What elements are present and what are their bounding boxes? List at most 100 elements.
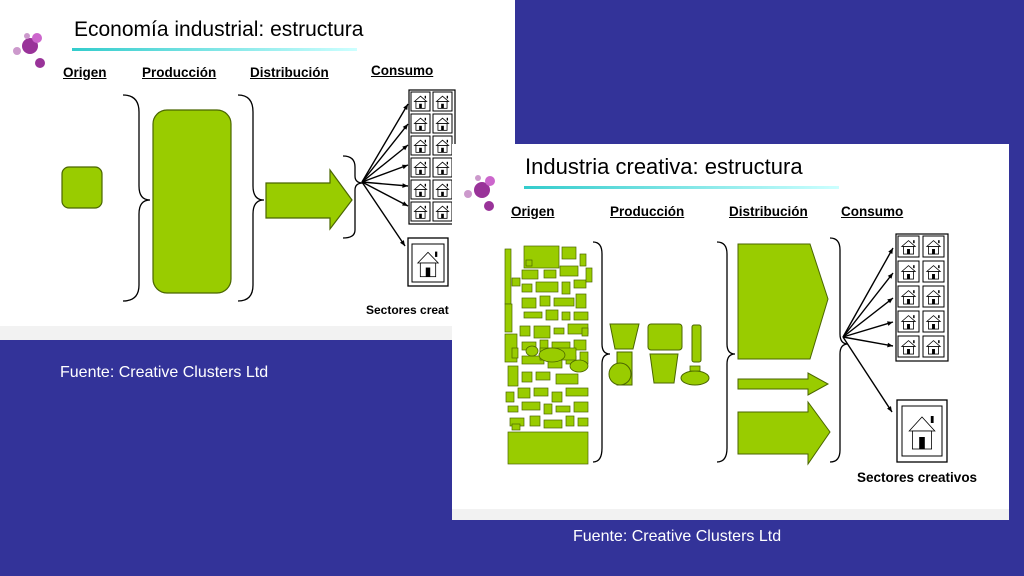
origin-fragment [504, 248, 512, 305]
column-label-origen: Origen [63, 65, 107, 80]
sectors-label: Sectores creativos [857, 470, 978, 485]
house-icon [922, 235, 945, 258]
house-icon [410, 113, 431, 134]
origin-fragment [525, 345, 539, 357]
origin-fragment [525, 259, 533, 267]
arrow-head [888, 248, 893, 254]
arrow-line [842, 297, 894, 338]
origin-fragment [511, 347, 519, 359]
left-brace [592, 241, 611, 463]
column-label-origen: Origen [511, 204, 555, 219]
house-icon [411, 243, 445, 283]
logo-icon [464, 175, 495, 211]
arrow-head [887, 321, 893, 326]
creative-industry-slide: Industria creativa: estructura Origen Pr… [452, 144, 1009, 520]
distribution-brace [829, 237, 849, 463]
origin-fragment [511, 423, 521, 431]
origin-fragment [561, 281, 571, 295]
origin-fragment [521, 297, 537, 309]
arrow-line [842, 336, 894, 347]
slide-title: Economía industrial: estructura [74, 18, 364, 41]
arrow-head [402, 145, 408, 151]
house-icon [410, 135, 431, 156]
origin-fragment [507, 431, 589, 465]
consumer-grid [408, 89, 456, 225]
distribution-arrow [265, 168, 353, 231]
origin-fragment [573, 339, 587, 351]
origin-fragment [521, 283, 533, 293]
origin-fragment [539, 295, 551, 307]
origin-fragment [573, 279, 587, 289]
sector-house [896, 399, 948, 463]
arrow-line [361, 164, 409, 183]
origin-fragment [555, 373, 579, 385]
source-caption: Fuente: Creative Clusters Ltd [573, 528, 782, 545]
house-icon [922, 310, 945, 333]
logo-icon [13, 33, 45, 68]
origin-fragment [543, 269, 557, 279]
origin-fragment [581, 327, 589, 337]
arrow-head [887, 298, 893, 304]
production-shapes [608, 323, 710, 386]
arrow-head [402, 183, 408, 188]
origin-fragment [577, 417, 589, 427]
origin-fragment [519, 325, 531, 337]
creative-diagram [504, 233, 949, 466]
title-underline [524, 186, 839, 189]
left-brace [122, 94, 151, 302]
house-icon [901, 405, 943, 457]
house-icon [432, 135, 453, 156]
column-label-distribucion: Distribución [729, 204, 808, 219]
origin-fragment [561, 311, 571, 321]
house-icon [922, 260, 945, 283]
consumer-arrows [361, 103, 409, 247]
slide-footer-band [0, 326, 515, 340]
column-label-produccion: Producción [142, 65, 217, 80]
house-icon [410, 157, 431, 178]
arrow-head [402, 201, 408, 206]
origin-fragment [543, 403, 553, 415]
arrow-line [361, 123, 409, 183]
column-label-produccion: Producción [610, 204, 685, 219]
arrow-head [403, 104, 408, 110]
arrow-head [887, 273, 893, 279]
slide-footer-band [452, 509, 1009, 520]
origin-fragment [535, 371, 551, 381]
column-label-consumo: Consumo [371, 63, 434, 78]
arrow-head [887, 406, 892, 412]
origin-fragment [533, 387, 549, 397]
origin-fragments [504, 245, 593, 465]
house-icon [410, 91, 431, 112]
house-icon [432, 201, 453, 222]
consumer-grid [895, 233, 949, 362]
origin-fragment [545, 309, 559, 321]
column-label-distribucion: Distribución [250, 65, 329, 80]
origin-fragment [535, 281, 559, 293]
house-icon [432, 113, 453, 134]
origin-fragment [521, 371, 533, 383]
arrow-line [842, 321, 894, 338]
house-icon [897, 335, 920, 358]
arrow-head [399, 240, 405, 246]
origin-fragment [523, 311, 543, 319]
origin-fragment [565, 387, 589, 397]
origin-fragment [553, 327, 565, 335]
origin-fragment [517, 387, 531, 399]
arrow-line [842, 336, 893, 413]
house-icon [432, 157, 453, 178]
column-label-consumo: Consumo [841, 204, 904, 219]
production-block [152, 109, 232, 294]
arrow-line [361, 181, 406, 247]
house-icon [432, 91, 453, 112]
consumer-arrows [842, 247, 894, 413]
slide-title: Industria creativa: estructura [525, 154, 803, 179]
origin-fragment [521, 401, 541, 411]
arrow-head [887, 342, 893, 348]
distribution-arrows [737, 243, 831, 466]
origin-fragment [533, 325, 551, 339]
source-caption: Fuente: Creative Clusters Ltd [60, 364, 269, 381]
origin-fragment [575, 293, 587, 309]
arrow-line [361, 181, 409, 207]
arrow-line [842, 247, 894, 338]
house-icon [410, 179, 431, 200]
